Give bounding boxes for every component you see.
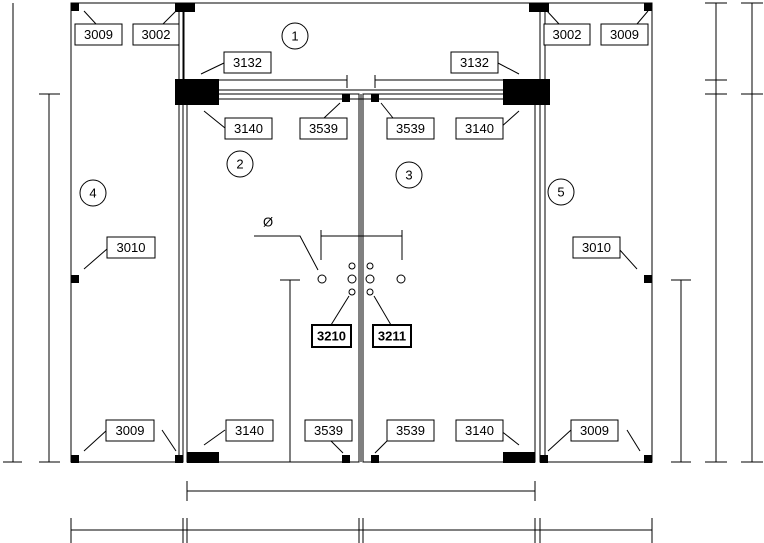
- panel-numbers: 1 2 3 4 5: [79, 22, 575, 207]
- left-side-panel-outline: [70, 2, 184, 463]
- svg-text:3132: 3132: [460, 55, 489, 70]
- panel-number-5: 5: [547, 178, 575, 206]
- part-label: 3140: [455, 117, 504, 140]
- svg-text:3010: 3010: [117, 240, 146, 255]
- hardware-blocks: [71, 3, 652, 463]
- svg-text:3140: 3140: [465, 423, 494, 438]
- part-label: 3132: [223, 51, 272, 74]
- svg-text:2: 2: [236, 157, 243, 172]
- svg-text:3009: 3009: [84, 27, 113, 42]
- part-label: 3132: [450, 51, 499, 74]
- left-door-leaf: [186, 93, 360, 463]
- svg-text:3009: 3009: [610, 27, 639, 42]
- svg-text:3002: 3002: [142, 27, 171, 42]
- svg-text:3539: 3539: [309, 121, 338, 136]
- part-label: 3539: [386, 419, 435, 442]
- svg-text:3140: 3140: [465, 121, 494, 136]
- diameter-symbol: Ø: [263, 215, 273, 230]
- svg-text:4: 4: [89, 186, 96, 201]
- panel-number-4: 4: [79, 179, 107, 207]
- svg-text:3539: 3539: [396, 121, 425, 136]
- svg-text:3210: 3210: [317, 329, 346, 344]
- svg-text:3140: 3140: [235, 423, 264, 438]
- part-label: 3539: [299, 117, 348, 140]
- top-panel-outline: [183, 2, 541, 100]
- svg-text:3009: 3009: [116, 423, 145, 438]
- part-label: 3140: [224, 117, 273, 140]
- panel-number-3: 3: [395, 161, 423, 189]
- panel-number-2: 2: [226, 150, 254, 178]
- frame-outlines: [70, 2, 653, 463]
- svg-text:3211: 3211: [378, 329, 406, 344]
- part-label: 3002: [543, 23, 591, 46]
- svg-text:3539: 3539: [314, 423, 343, 438]
- svg-text:3002: 3002: [553, 27, 582, 42]
- svg-text:3: 3: [405, 168, 412, 183]
- part-label: 3140: [225, 419, 274, 442]
- panel-number-1: 1: [281, 22, 309, 50]
- part-label: 3010: [106, 236, 156, 259]
- svg-text:5: 5: [557, 185, 564, 200]
- part-label-bold: 3210: [311, 324, 352, 348]
- dimension-lines: [3, 2, 763, 543]
- svg-text:3539: 3539: [396, 423, 425, 438]
- part-label: 3009: [105, 419, 155, 442]
- part-label: 3539: [304, 419, 353, 442]
- svg-text:3140: 3140: [234, 121, 263, 136]
- part-label: 3010: [572, 236, 621, 259]
- svg-text:1: 1: [291, 29, 298, 44]
- part-label: 3002: [132, 23, 180, 46]
- handle-holes: Ø: [254, 215, 406, 462]
- part-label: 3009: [600, 23, 649, 46]
- part-labels: 3009 3002 3002 3009 3132 3132 3140 3539 …: [74, 23, 649, 442]
- part-label: 3140: [455, 419, 504, 442]
- part-label: 3009: [570, 419, 619, 442]
- part-label-bold: 3211: [372, 324, 412, 348]
- svg-text:3009: 3009: [580, 423, 609, 438]
- svg-text:3132: 3132: [233, 55, 262, 70]
- right-side-panel-outline: [539, 2, 653, 463]
- leader-lines: [83, 10, 649, 454]
- part-label: 3009: [74, 23, 123, 46]
- svg-text:3010: 3010: [582, 240, 611, 255]
- right-door-leaf: [362, 93, 536, 463]
- part-label: 3539: [386, 117, 435, 140]
